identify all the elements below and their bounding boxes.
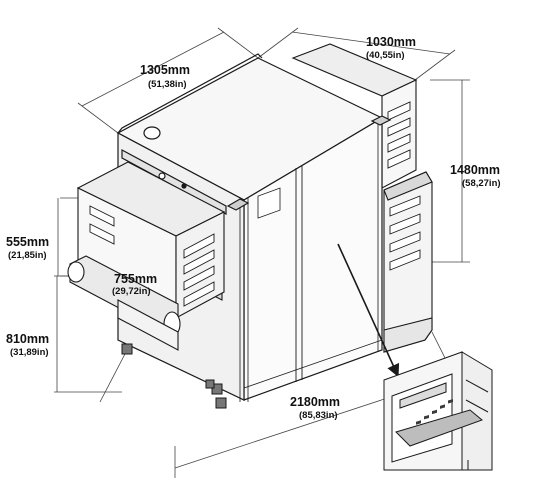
depth-in-label: (40,55in) — [366, 50, 405, 61]
conveyor-height-in-label: (31,89in) — [10, 347, 49, 358]
conveyor-height-mm-label: 810mm — [6, 332, 50, 346]
tunnel-width-in-label: (29,72in) — [112, 286, 151, 297]
tunnel-height-in-label: (21,85in) — [8, 250, 47, 261]
height-mm-label: 1480mm — [450, 163, 501, 177]
width-in-label: (51,38in) — [148, 79, 187, 90]
entry-conveyor — [67, 255, 181, 351]
callout-arrow — [337, 243, 400, 378]
total-length-mm-label: 2180mm — [290, 395, 341, 409]
tunnel-height-mm-label: 555mm — [6, 235, 50, 249]
tunnel-width-mm-label: 755mm — [114, 272, 158, 286]
entry-hood — [76, 161, 226, 319]
control-panel-detail — [383, 351, 493, 471]
height-in-label: (58,27in) — [462, 178, 501, 189]
machine-feet — [121, 343, 227, 409]
total-length-in-label: (85,83in) — [299, 410, 338, 421]
exit-conveyor — [383, 171, 433, 353]
depth-mm-label: 1030mm — [366, 35, 417, 49]
width-mm-label: 1305mm — [140, 63, 191, 77]
